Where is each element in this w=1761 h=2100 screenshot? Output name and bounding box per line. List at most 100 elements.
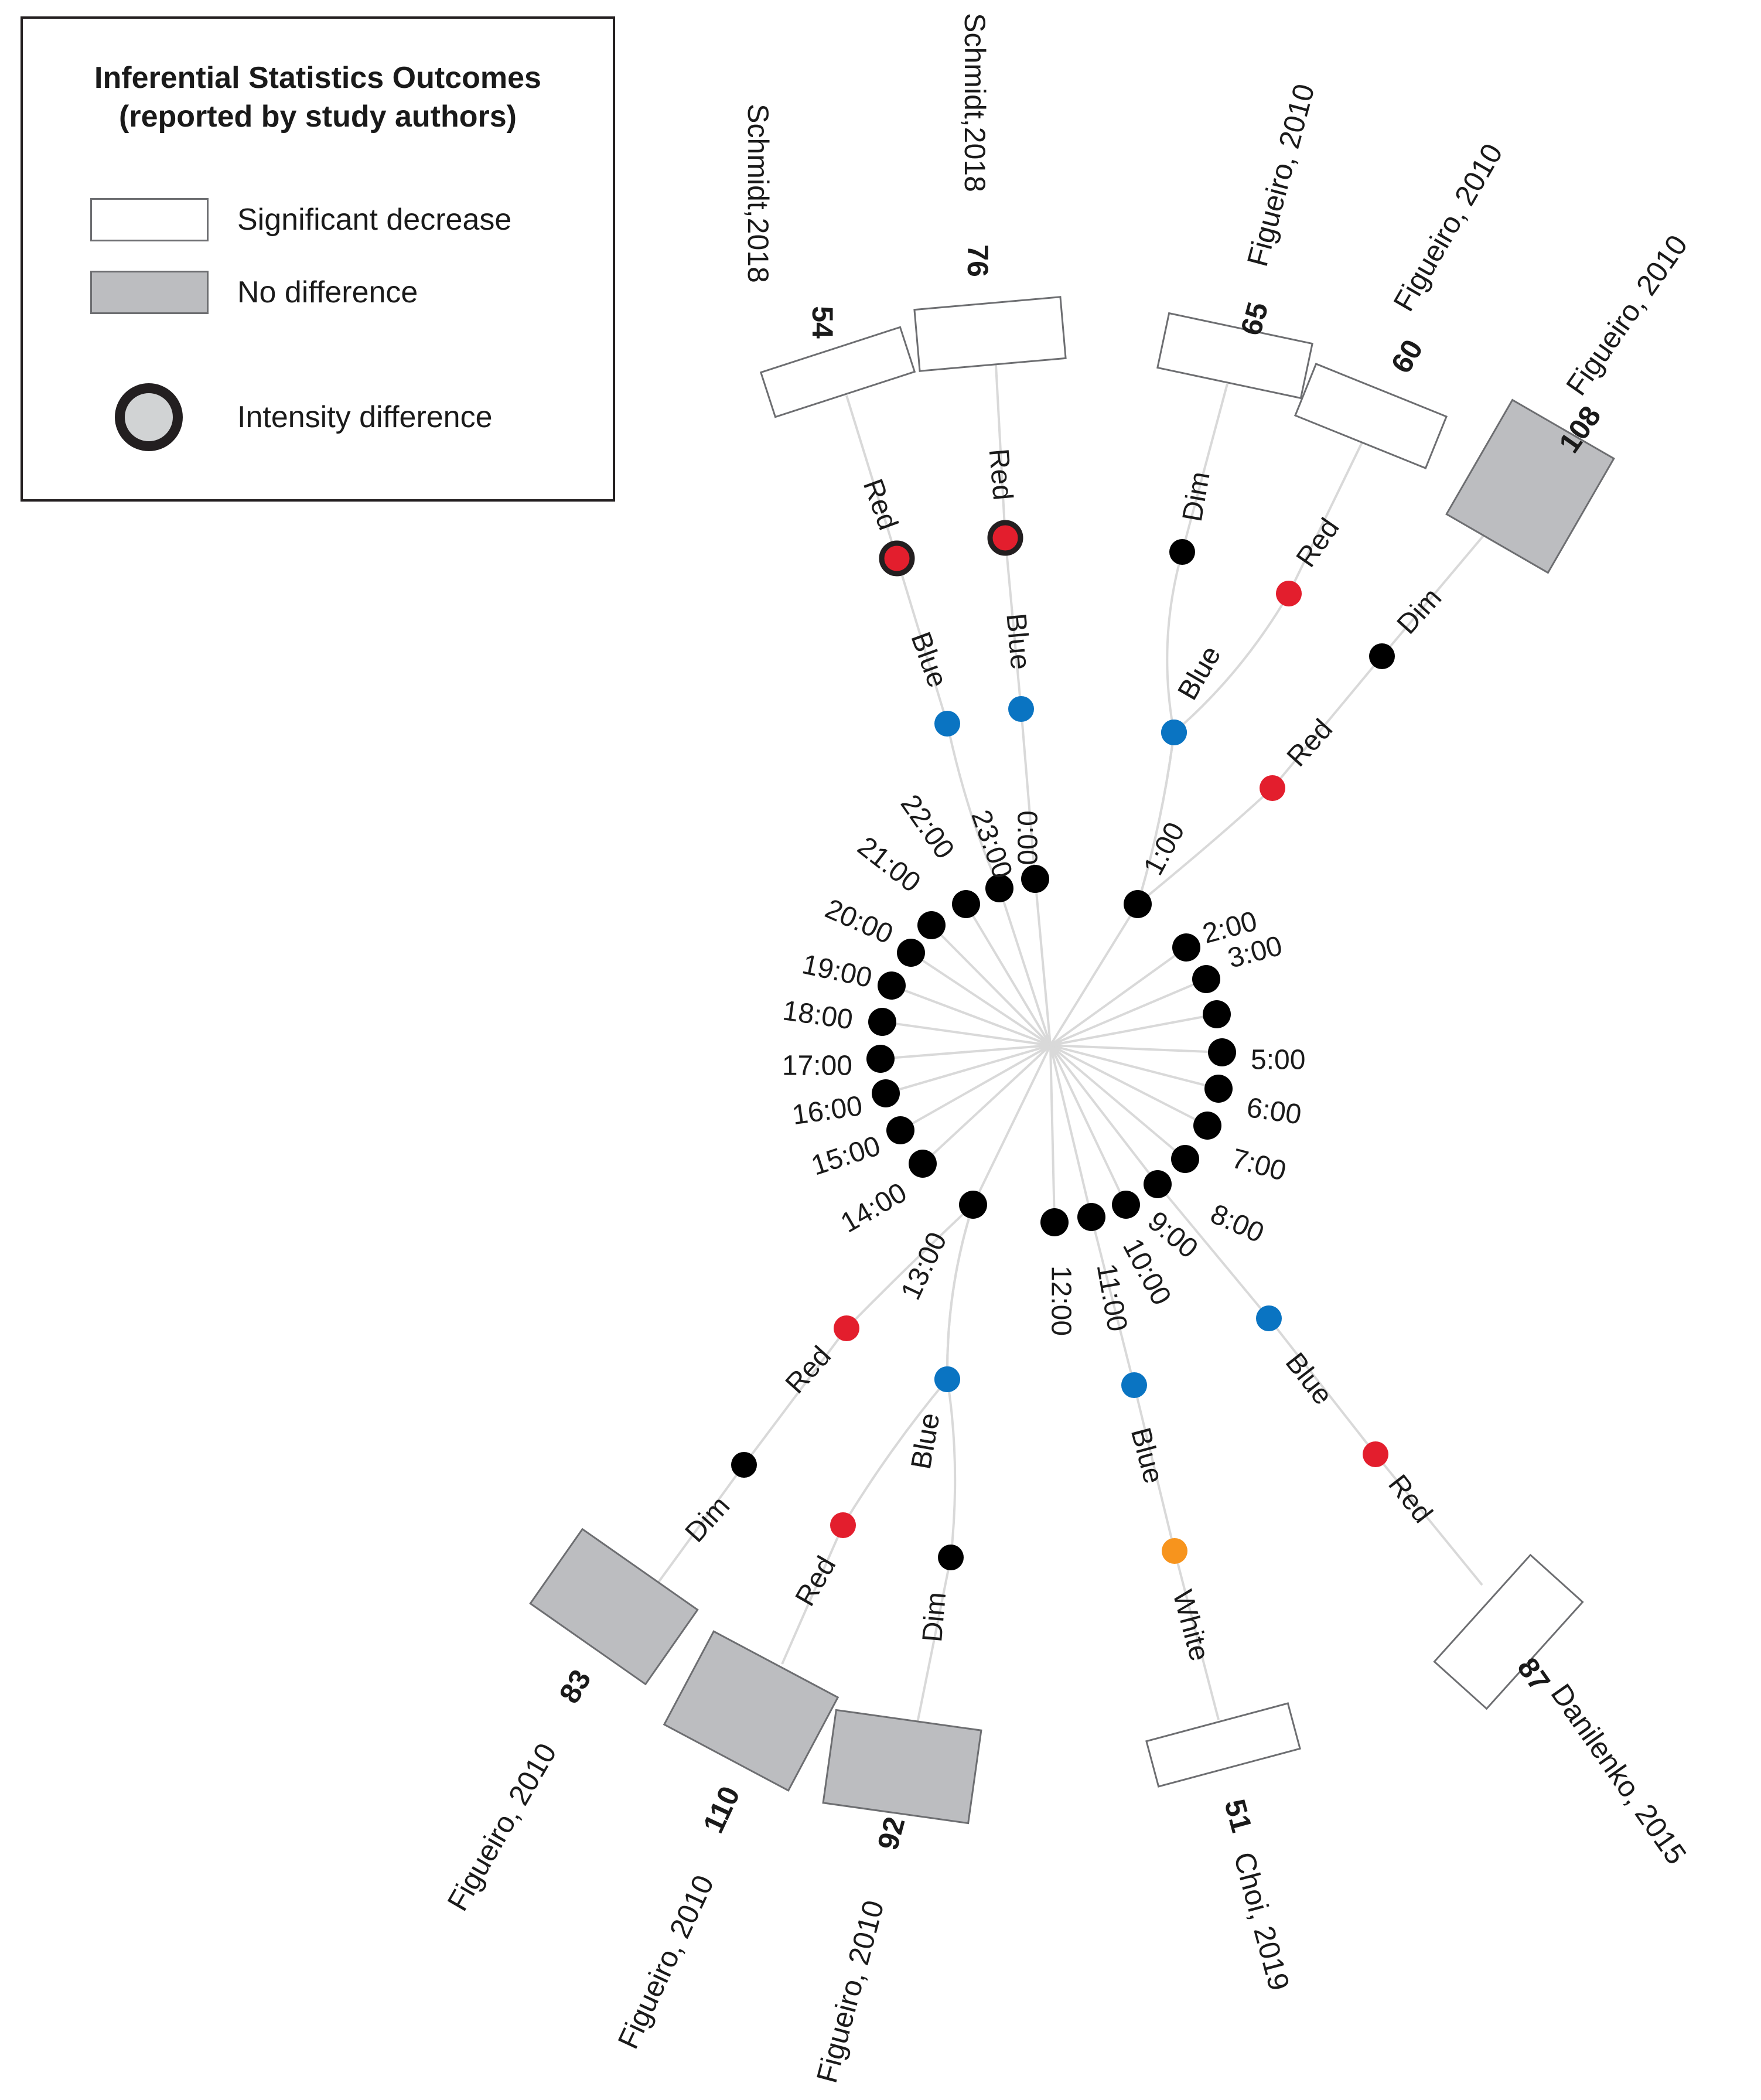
study-box-110 — [663, 1630, 839, 1792]
study-65-label-dim: Dim — [1177, 469, 1216, 524]
study-54-label-red: Red — [857, 475, 904, 534]
spoke-12-00 — [1049, 1045, 1056, 1223]
study-110-label-red: Red — [790, 1551, 842, 1611]
study-box-51 — [1145, 1702, 1301, 1788]
hour-node-11-00 — [1077, 1203, 1105, 1231]
study-92-label-dim: Dim — [917, 1591, 952, 1644]
study-51-label-blue: Blue — [1125, 1424, 1169, 1487]
spoke-21-00 — [930, 924, 1052, 1046]
spoke-8-00 — [1049, 1044, 1186, 1160]
hour-label-5-00: 5:00 — [1251, 1045, 1305, 1076]
study-box-76 — [913, 296, 1067, 372]
significant-decrease-swatch — [90, 198, 209, 241]
study-box-87 — [1433, 1553, 1584, 1710]
spoke-2-00 — [1049, 946, 1187, 1046]
spoke-3-00 — [1050, 978, 1207, 1046]
hour-node-18-00 — [868, 1008, 896, 1036]
hour-node-13-00 — [959, 1191, 987, 1219]
hour-node-14-00 — [909, 1150, 937, 1178]
study-box-54 — [759, 326, 916, 418]
hour-label-22-00: 22:00 — [895, 789, 960, 865]
study-author-60: Figueiro, 2010 — [1387, 138, 1509, 317]
spoke-15-00 — [900, 1044, 1051, 1131]
edges-layer — [640, 364, 1489, 1726]
study-51-node-blue — [1121, 1372, 1147, 1398]
no-difference-swatch — [90, 271, 209, 314]
study-id-110: 110 — [697, 1781, 746, 1838]
edge-study-87 — [1156, 1183, 1483, 1586]
study-83-label-red: Red — [780, 1341, 837, 1400]
study-108-node-dim — [1369, 643, 1395, 669]
hour-label-19-00: 19:00 — [800, 949, 875, 994]
hour-label-1-00: 1:00 — [1138, 817, 1191, 880]
study-author-76: Schmidt,2018 — [958, 13, 991, 192]
hour-node-4-00 — [1203, 1000, 1231, 1028]
study-76-label-blue: Blue — [1000, 612, 1036, 671]
hour-node-21-00 — [917, 911, 946, 939]
study-id-54: 54 — [806, 306, 839, 339]
hour-node-9-00 — [1144, 1170, 1172, 1198]
study-65-node-dim — [1169, 539, 1195, 565]
hour-label-20-00: 20:00 — [821, 893, 897, 950]
study-51-label-white: White — [1166, 1587, 1215, 1664]
spoke-10-00 — [1049, 1045, 1127, 1205]
spoke-19-00 — [891, 984, 1051, 1046]
study-76-label-red: Red — [983, 448, 1018, 502]
hour-node-20-00 — [897, 939, 925, 967]
study-76-node-blue — [1008, 696, 1034, 722]
no-difference-label: No difference — [237, 275, 418, 309]
hour-node-0-00 — [1021, 865, 1049, 893]
hour-node-2-00 — [1172, 933, 1200, 962]
hour-label-12-00: 12:00 — [1045, 1266, 1076, 1336]
study-76-node-red — [987, 520, 1023, 556]
spoke-4-00 — [1050, 1013, 1217, 1046]
spoke-9-00 — [1049, 1044, 1159, 1185]
hour-node-1-00 — [1124, 890, 1152, 918]
study-60-label-blue: Blue — [1172, 641, 1227, 705]
study-author-65: Figueiro, 2010 — [1241, 80, 1321, 270]
spoke-1-00 — [1049, 903, 1139, 1046]
study-87-node-blue — [1256, 1305, 1282, 1331]
spoke-16-00 — [885, 1044, 1051, 1095]
spoke-0-00 — [1034, 878, 1052, 1046]
edge-study-65 — [1137, 383, 1228, 905]
intensity-difference-icon — [115, 383, 183, 451]
study-author-110: Figueiro, 2010 — [612, 1870, 721, 2054]
study-author-83: Figueiro, 2010 — [441, 1738, 563, 1917]
study-box-92 — [822, 1709, 982, 1825]
study-id-92: 92 — [871, 1813, 911, 1853]
spoke-5-00 — [1050, 1044, 1223, 1054]
study-box-65 — [1156, 312, 1313, 400]
legend: Inferential Statistics Outcomes (reporte… — [21, 16, 615, 502]
spoke-14-00 — [922, 1044, 1052, 1165]
study-60-label-red: Red — [1291, 513, 1346, 573]
hour-label-16-00: 16:00 — [790, 1090, 864, 1131]
hour-node-22-00 — [952, 890, 980, 918]
study-110-label-blue: Blue — [906, 1411, 946, 1472]
hour-node-10-00 — [1112, 1191, 1140, 1219]
hour-node-15-00 — [886, 1116, 914, 1144]
hour-label-8-00: 8:00 — [1206, 1198, 1268, 1249]
hour-label-15-00: 15:00 — [808, 1130, 885, 1182]
hour-node-8-00 — [1171, 1145, 1199, 1173]
hour-node-17-00 — [866, 1045, 895, 1073]
spoke-13-00 — [972, 1045, 1052, 1205]
study-83-node-red — [834, 1315, 859, 1341]
hour-label-7-00: 7:00 — [1228, 1143, 1289, 1187]
legend-title-line2: (reported by study authors) — [119, 100, 517, 134]
spoke-17-00 — [880, 1044, 1051, 1060]
study-108-node-red — [1260, 775, 1285, 801]
study-92-node-dim — [938, 1545, 964, 1570]
legend-title-line1: Inferential Statistics Outcomes — [94, 61, 541, 95]
study-id-51: 51 — [1218, 1796, 1258, 1836]
study-id-60: 60 — [1385, 334, 1429, 379]
study-author-54: Schmidt,2018 — [742, 104, 774, 283]
hour-node-6-00 — [1204, 1075, 1233, 1103]
study-id-83: 83 — [553, 1664, 598, 1709]
hour-node-7-00 — [1193, 1112, 1221, 1140]
study-83-node-dim — [731, 1452, 757, 1478]
study-83-label-dim: Dim — [680, 1491, 736, 1549]
hour-label-13-00: 13:00 — [895, 1228, 953, 1304]
hour-label-18-00: 18:00 — [781, 995, 855, 1035]
study-87-node-red — [1363, 1441, 1388, 1467]
